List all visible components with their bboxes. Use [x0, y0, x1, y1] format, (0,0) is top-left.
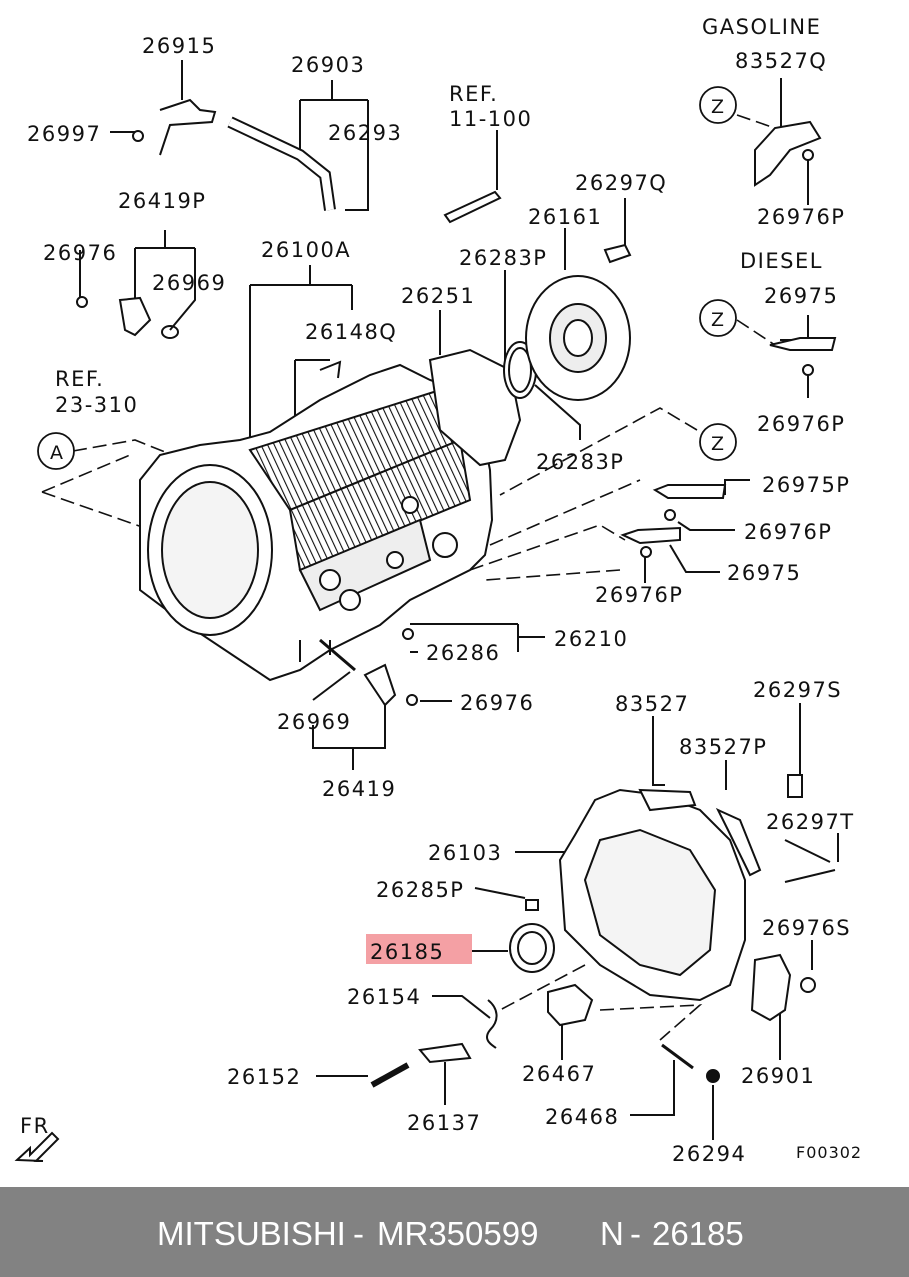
label-26976-b: 26976	[460, 691, 534, 715]
label-26103: 26103	[428, 841, 502, 865]
label-26100a: 26100A	[261, 238, 351, 262]
label-26976p-a: 26976P	[757, 205, 845, 229]
label-ref-11-line2: 11-100	[449, 107, 532, 131]
label-gasoline: GASOLINE	[702, 15, 821, 39]
label-26297t: 26297T	[766, 810, 855, 834]
label-26975-b: 26975	[727, 561, 801, 585]
label-26997: 26997	[27, 122, 101, 146]
label-26161: 26161	[528, 205, 602, 229]
callout-z1-label: Z	[711, 96, 726, 118]
footer-ref-prefix: N	[600, 1215, 624, 1252]
label-26283p-a: 26283P	[459, 246, 547, 270]
label-26468: 26468	[545, 1105, 619, 1129]
converter-housing	[370, 774, 836, 1088]
callout-circles	[37, 86, 737, 470]
label-26975-a: 26975	[764, 284, 838, 308]
label-26137: 26137	[407, 1111, 481, 1135]
exploded-parts-diagram: GASOLINE 26915 26903 26997 26293 REF. 11…	[14, 15, 862, 1166]
label-83527q: 83527Q	[735, 49, 827, 73]
label-26297q: 26297Q	[575, 171, 667, 195]
label-26969-a: 26969	[152, 271, 226, 295]
label-26419p: 26419P	[118, 189, 206, 213]
label-drawing-code: F00302	[796, 1143, 862, 1162]
label-26152: 26152	[227, 1065, 301, 1089]
label-26975p: 26975P	[762, 473, 850, 497]
callout-z2-label: Z	[711, 309, 726, 331]
label-26976p-d: 26976P	[595, 583, 683, 607]
label-26419: 26419	[322, 777, 396, 801]
label-83527: 83527	[615, 692, 689, 716]
footer-dash-2: -	[630, 1215, 641, 1252]
label-83527p: 83527P	[679, 735, 767, 759]
callout-z3-label: Z	[711, 433, 726, 455]
label-26185: 26185	[370, 940, 444, 964]
label-26915: 26915	[142, 34, 216, 58]
footer-ref-number: 26185	[652, 1215, 744, 1252]
footer-brand: MITSUBISHI	[157, 1215, 346, 1252]
label-26976p-c: 26976P	[744, 520, 832, 544]
label-26285p: 26285P	[376, 878, 464, 902]
label-diesel: DIESEL	[740, 249, 823, 273]
label-ref-23-line1: REF.	[55, 367, 104, 391]
label-ref-23-line2: 23-310	[55, 393, 138, 417]
selected-part-highlight	[366, 934, 472, 964]
label-26154: 26154	[347, 985, 421, 1009]
part-info-footer: MITSUBISHI - MR350599 N - 26185	[0, 1187, 909, 1277]
label-26467: 26467	[522, 1062, 596, 1086]
label-fr: FR	[20, 1114, 50, 1138]
label-26283p-b: 26283P	[536, 450, 624, 474]
label-ref-11-line1: REF.	[449, 82, 498, 106]
label-26251: 26251	[401, 284, 475, 308]
pump-and-gasket	[428, 275, 631, 467]
label-26293: 26293	[328, 121, 402, 145]
footer-part-number: MR350599	[377, 1215, 539, 1252]
label-26976-a: 26976	[43, 241, 117, 265]
label-26976p-b: 26976P	[757, 412, 845, 436]
label-26286: 26286	[426, 641, 500, 665]
part-number-labels: GASOLINE 26915 26903 26997 26293 REF. 11…	[20, 15, 862, 1166]
label-26210: 26210	[554, 627, 628, 651]
label-26297s: 26297S	[753, 678, 842, 702]
label-26148q: 26148Q	[305, 320, 397, 344]
footer-dash-1: -	[353, 1215, 364, 1252]
label-26294: 26294	[672, 1142, 746, 1166]
label-26969-b: 26969	[277, 710, 351, 734]
callout-a-label: A	[50, 442, 65, 464]
label-26903: 26903	[291, 53, 365, 77]
label-26976s: 26976S	[762, 916, 851, 940]
front-direction-arrow	[14, 1131, 60, 1162]
transmission-case	[139, 363, 494, 682]
small-parts-upper	[76, 98, 837, 707]
label-26901: 26901	[741, 1064, 815, 1088]
